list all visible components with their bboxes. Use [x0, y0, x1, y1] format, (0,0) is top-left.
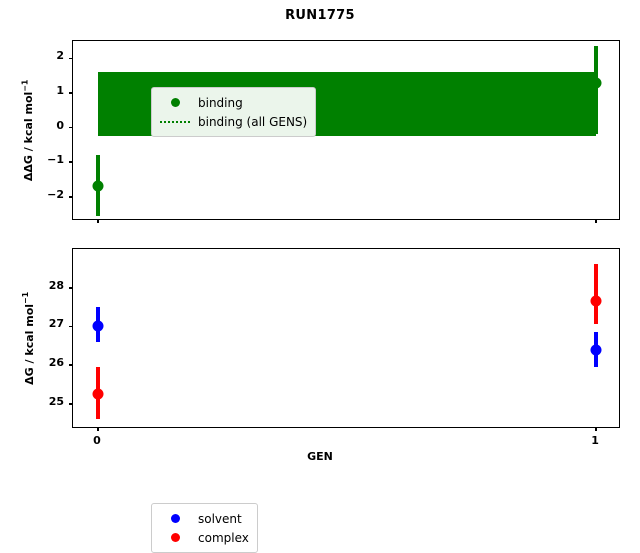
- legend-marker-key: [158, 98, 192, 107]
- legend-marker-key: [158, 514, 192, 523]
- complex-gen1-error-bar: [594, 264, 599, 325]
- x-tick-label: 1: [591, 434, 599, 447]
- legend-circle-marker-icon: [170, 533, 180, 542]
- complex-gen0-data-point[interactable]: [92, 388, 104, 400]
- top-panel-y-tick-label: −2: [47, 187, 64, 201]
- top-legend-label: binding: [198, 95, 243, 110]
- legend-dotted-line-icon: [160, 120, 190, 123]
- binding-gen1-data-point[interactable]: [590, 77, 602, 89]
- bottom-panel-plot-area: [73, 249, 619, 427]
- bottom-legend-label: complex: [198, 530, 249, 545]
- legend-line-key: [158, 120, 192, 123]
- top-panel-y-tick: [69, 126, 73, 129]
- bottom-y-axis-label-text: ΔG / kcal mol: [22, 303, 36, 385]
- top-panel-y-tick-label: −1: [47, 153, 64, 167]
- top-legend-label: binding (all GENS): [198, 114, 308, 129]
- top-y-axis-label-text: ΔΔG / kcal mol: [22, 91, 36, 181]
- top-panel-y-tick: [69, 57, 73, 60]
- figure-title: RUN1775: [285, 8, 355, 23]
- bottom-panel-x-tick: [97, 427, 99, 431]
- bottom-panel-y-tick: [69, 325, 73, 328]
- bottom-legend-entry[interactable]: complex: [158, 528, 249, 547]
- bottom-panel-axes: solvent complex: [69, 248, 620, 553]
- top-panel-legend[interactable]: binding binding (all GENS): [151, 87, 317, 137]
- bottom-panel-y-tick-label: 27: [48, 317, 64, 331]
- solvent-gen1-data-point[interactable]: [590, 344, 602, 356]
- legend-circle-marker-icon: [170, 514, 180, 523]
- top-panel-x-tick: [595, 219, 597, 223]
- bottom-y-axis-label-exponent: −1: [20, 291, 30, 304]
- complex-gen1-data-point[interactable]: [590, 295, 602, 307]
- bottom-panel-legend[interactable]: solvent complex: [151, 503, 258, 553]
- top-panel-y-tick: [69, 92, 73, 94]
- bottom-panel-y-tick: [69, 286, 73, 289]
- top-panel-x-tick: [97, 219, 99, 223]
- bottom-panel-y-tick-label: 28: [48, 278, 64, 292]
- bottom-legend-entry[interactable]: solvent: [158, 509, 249, 528]
- solvent-gen0-data-point[interactable]: [92, 320, 104, 332]
- top-panel-y-tick-label: 0: [56, 118, 64, 132]
- top-panel-axes: binding binding (all GENS): [69, 40, 620, 223]
- bottom-panel-y-tick-label: 25: [48, 394, 64, 408]
- bottom-panel-y-tick: [69, 403, 73, 405]
- bottom-panel-y-axis-title: ΔG / kcal mol−1: [21, 291, 36, 384]
- bottom-legend-label: solvent: [198, 511, 242, 526]
- binding-gen1-error-bar: [594, 46, 599, 135]
- top-legend-entry[interactable]: binding (all GENS): [158, 112, 307, 131]
- top-legend-entry[interactable]: binding: [158, 93, 307, 112]
- x-tick-label: 0: [93, 434, 101, 447]
- top-panel-y-tick: [69, 161, 73, 163]
- legend-marker-key: [158, 533, 192, 542]
- top-panel-y-tick-label: 1: [56, 83, 64, 97]
- top-panel-y-tick-label: 2: [56, 49, 64, 63]
- bottom-panel-y-tick: [69, 364, 73, 366]
- top-y-axis-label-exponent: −1: [20, 79, 30, 92]
- legend-circle-marker-icon: [170, 98, 180, 107]
- binding-gen0-data-point[interactable]: [92, 180, 104, 192]
- bottom-panel-y-tick-label: 26: [48, 356, 64, 370]
- top-panel-y-tick: [69, 195, 73, 198]
- x-axis-title: GEN: [307, 450, 333, 463]
- bottom-panel-x-tick: [595, 427, 597, 431]
- top-panel-y-axis-title: ΔΔG / kcal mol−1: [20, 79, 35, 181]
